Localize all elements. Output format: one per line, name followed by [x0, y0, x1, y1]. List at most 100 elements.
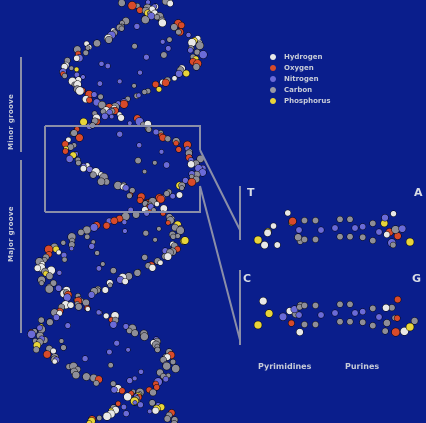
hydrogen-atom — [382, 303, 390, 312]
ring-atom — [331, 309, 339, 317]
base-atom — [136, 142, 143, 149]
ring-atom — [351, 224, 359, 232]
carbon-atom — [149, 388, 157, 397]
double-helix-model — [27, 0, 208, 423]
oxygen-atom — [165, 220, 171, 226]
base-atom — [110, 267, 117, 274]
oxygen-atom — [393, 314, 401, 322]
legend-item: Phosphorus — [270, 95, 331, 106]
ring-atom — [369, 237, 377, 245]
base-atom — [152, 237, 158, 243]
base-atom — [96, 415, 103, 421]
base-atom — [36, 324, 43, 331]
ring-atom — [336, 318, 344, 326]
hydrogen-atom — [166, 0, 174, 7]
base-atom — [137, 69, 143, 76]
oxygen-atom — [391, 327, 401, 337]
ring-atom — [336, 300, 344, 308]
carbon-atom — [82, 372, 91, 381]
hydrogen-atom — [148, 264, 157, 272]
phosphorus-atom — [264, 309, 274, 318]
carbon-atom — [154, 346, 161, 353]
nitrogen-atom — [27, 329, 36, 339]
ring-atom — [336, 215, 344, 223]
ring-atom — [359, 318, 367, 326]
base-atom — [122, 228, 128, 234]
ring-atom — [346, 300, 354, 308]
legend-label: Phosphorus — [284, 96, 331, 105]
nitrogen-atom — [110, 386, 118, 394]
carbon-atom — [77, 228, 85, 236]
phosphorus-atom — [73, 66, 80, 73]
oxygen-atom — [62, 148, 69, 155]
oxygen-atom — [110, 216, 119, 225]
carbon-atom — [175, 28, 182, 36]
base-atom — [55, 284, 63, 292]
hydrogen-atom — [171, 75, 178, 82]
oxygen-atom — [119, 99, 129, 109]
carbon-atom — [107, 282, 113, 288]
ring-atom — [301, 236, 308, 243]
hydrogen-atom — [187, 160, 195, 169]
oxygen-atom — [288, 217, 297, 226]
purines-label: Purines — [345, 362, 380, 371]
hydrogen-atom — [158, 18, 167, 28]
base-atom — [104, 63, 111, 69]
hydrogen-atom — [67, 301, 75, 309]
carbon-atom — [148, 399, 156, 407]
nitrogen-atom — [175, 69, 183, 78]
carbon-atom — [70, 129, 78, 137]
nitrogen-atom — [63, 293, 72, 302]
hydrogen-atom — [117, 114, 125, 122]
hydrogen-atom — [75, 86, 85, 96]
oxygen-atom — [173, 140, 180, 147]
base-atom — [158, 149, 165, 155]
base-atom — [137, 401, 144, 409]
base-atom — [88, 243, 95, 250]
legend-item: Hydrogen — [270, 51, 331, 62]
base-atom — [106, 109, 113, 116]
hydrogen-atom — [176, 191, 183, 199]
ring-atom — [295, 311, 303, 319]
ring-atom — [301, 217, 308, 224]
carbon-atom — [82, 298, 90, 307]
ring-atom — [317, 311, 325, 319]
base-atom — [163, 161, 171, 169]
ring-atom — [331, 224, 339, 232]
ring-atom — [346, 233, 354, 241]
phosphorus-atom — [253, 235, 263, 245]
carbon-atom — [381, 327, 389, 335]
hydrogen-atom — [273, 241, 281, 249]
base-atom — [156, 226, 162, 232]
carbon-atom — [46, 318, 54, 326]
phosphorus-atom — [405, 237, 415, 247]
base-atom — [61, 256, 68, 263]
base-atom — [152, 128, 160, 136]
base-atom — [94, 250, 100, 256]
oxygen-atom — [177, 21, 186, 29]
base-atom — [132, 400, 138, 406]
hydrogen-atom — [55, 249, 62, 256]
carbon-atom — [145, 126, 152, 133]
nitrogen-atom — [136, 92, 142, 98]
carbon-atom — [141, 89, 148, 95]
ring-atom — [295, 226, 303, 234]
carbon-atom — [163, 415, 171, 423]
oxygen-atom — [86, 96, 93, 104]
carbon-atom — [82, 49, 89, 56]
legend-item: Nitrogen — [270, 73, 331, 84]
base-atom — [106, 348, 113, 356]
base-atom — [165, 45, 172, 52]
hydrogen-atom — [101, 286, 109, 294]
base-atom — [141, 254, 148, 261]
base-atom — [131, 43, 138, 50]
carbon-atom — [294, 233, 302, 242]
ring-atom — [375, 228, 383, 236]
base-atom — [95, 265, 102, 272]
nitrogen-atom — [52, 313, 60, 321]
ring-atom — [351, 309, 359, 317]
ring-atom — [369, 219, 377, 227]
base-atom — [98, 60, 105, 67]
ring-atom — [336, 233, 344, 241]
